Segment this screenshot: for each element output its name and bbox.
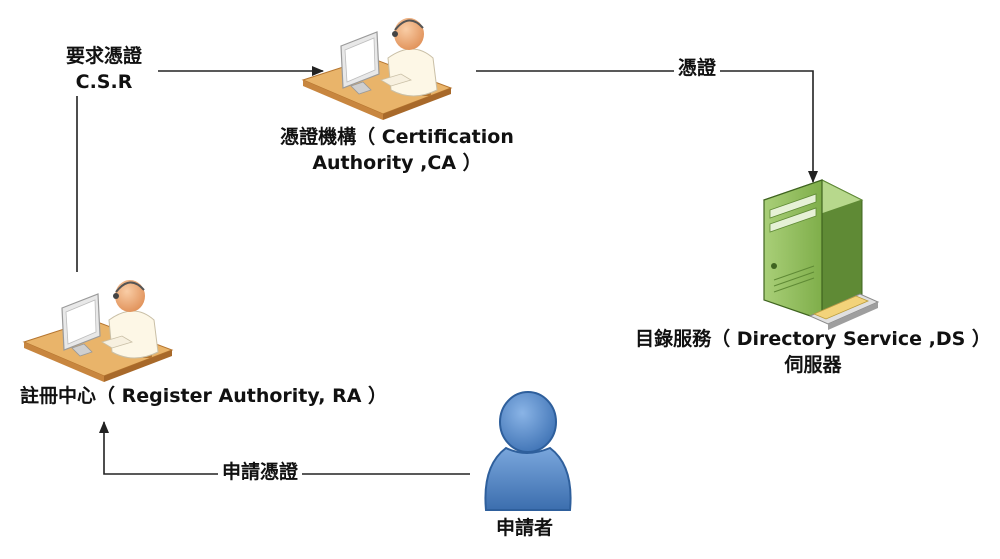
ra-node-label: 註冊中心（ Register Authority, RA ）	[20, 385, 388, 407]
operator-workstation-icon	[22, 280, 174, 382]
applicant-node-label: 申請者	[496, 517, 554, 539]
server-tower-icon	[762, 179, 880, 330]
edge-label-certificate: 憑證	[674, 56, 721, 82]
operator-workstation-icon	[301, 18, 453, 120]
user-person-icon	[484, 391, 572, 511]
ds-node-label-line2: 伺服器	[784, 353, 842, 376]
edge-label-apply-certificate: 申請憑證	[218, 460, 303, 486]
edge-label-csr-line2: C.S.R	[75, 70, 133, 93]
edge-ca-to-ds	[476, 70, 818, 183]
edge-applicant-to-ra	[99, 421, 470, 475]
ca-node-label-line2: Authority ,CA ）	[312, 151, 482, 174]
ca-node-label: 憑證機構（ Certification Authority ,CA ）	[262, 125, 532, 176]
edge-label-csr: 要求憑證 C.S.R	[50, 44, 158, 96]
ds-node-label-line1: 目錄服務（ Directory Service ,DS ）	[635, 328, 991, 350]
ds-node-label: 目錄服務（ Directory Service ,DS ） 伺服器	[628, 327, 998, 378]
edge-ra-to-ca	[76, 66, 324, 272]
edge-label-csr-line1: 要求憑證	[65, 45, 142, 67]
ca-node-label-line1: 憑證機構（ Certification	[280, 126, 514, 148]
